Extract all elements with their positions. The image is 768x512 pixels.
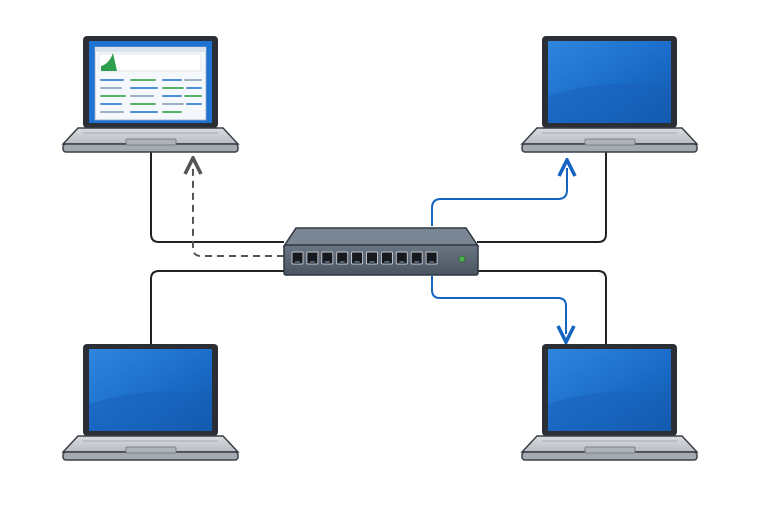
dashboard-window [94,46,207,121]
flows [193,166,567,334]
cable-top-left [150,152,284,243]
network-switch [282,227,480,276]
laptop-bottom-left [61,344,240,461]
flow-to-top-right [431,168,567,226]
switch-port [306,251,319,265]
laptop-top-right [520,36,699,153]
switch-status-led [458,255,466,263]
cable-bottom-right [477,270,607,345]
switch-port [291,251,304,265]
switch-port [351,251,364,265]
flow-to-bottom-right [431,276,566,334]
laptop-bottom-right [520,344,699,461]
laptop-top-left [61,36,240,153]
switch-port [321,251,334,265]
switch-port [425,251,438,265]
dashboard-table [100,79,202,113]
cables [150,152,607,345]
switch-port [336,251,349,265]
switch-port [410,251,423,265]
switch-ports [291,251,438,265]
cable-top-right [477,152,607,243]
switch-port [380,251,393,265]
cable-bottom-left [150,270,284,345]
flow-to-top-left-dashed [193,166,284,257]
switch-port [395,251,408,265]
switch-port [366,251,378,265]
dashboard-chart [101,53,117,71]
